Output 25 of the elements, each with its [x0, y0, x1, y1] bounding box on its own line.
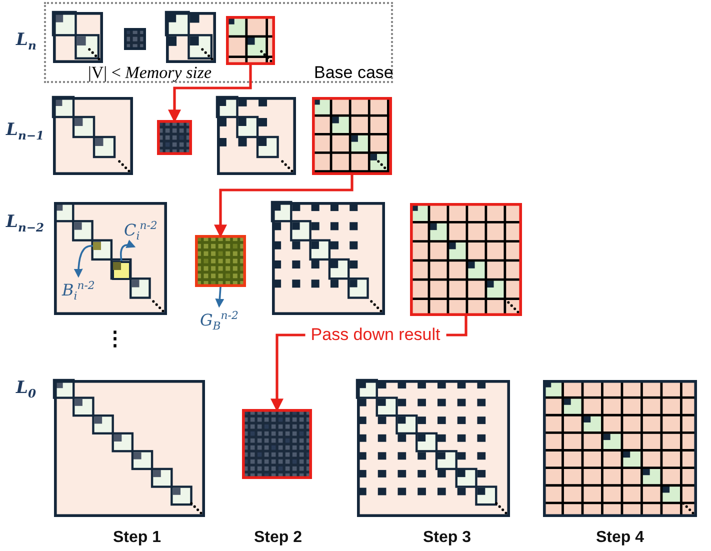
- arrow: [168, 65, 252, 123]
- step-label: Step 1: [113, 529, 161, 547]
- row-label: L$_{n−2}$: [6, 212, 44, 234]
- row-label: L$_{n−1}$: [6, 120, 44, 142]
- block-matrix: [410, 203, 522, 316]
- step-label: Step 2: [254, 529, 302, 547]
- step-label: Step 3: [423, 529, 471, 547]
- arrow: [215, 286, 224, 308]
- arrow: [74, 245, 94, 278]
- block-matrix: [312, 97, 392, 175]
- row-label: L$_{n}$: [16, 30, 36, 52]
- arrow: [120, 240, 136, 262]
- step-label: Step 4: [596, 529, 644, 547]
- dense-matrix: [242, 409, 312, 479]
- block-matrix: [226, 16, 275, 65]
- ellipsis-mark: ⋮: [105, 326, 125, 350]
- highlighted-cell: [93, 242, 101, 250]
- dense-matrix: [195, 235, 246, 287]
- highlighted-block: [112, 261, 131, 280]
- base-case-panel: [44, 2, 393, 83]
- base-case-label: Base case: [314, 64, 394, 82]
- row-label: L$_{0}$: [16, 378, 36, 400]
- condition-text: |V| < Memory size: [88, 64, 212, 82]
- dense-matrix: [157, 120, 192, 155]
- arrow: [214, 175, 354, 238]
